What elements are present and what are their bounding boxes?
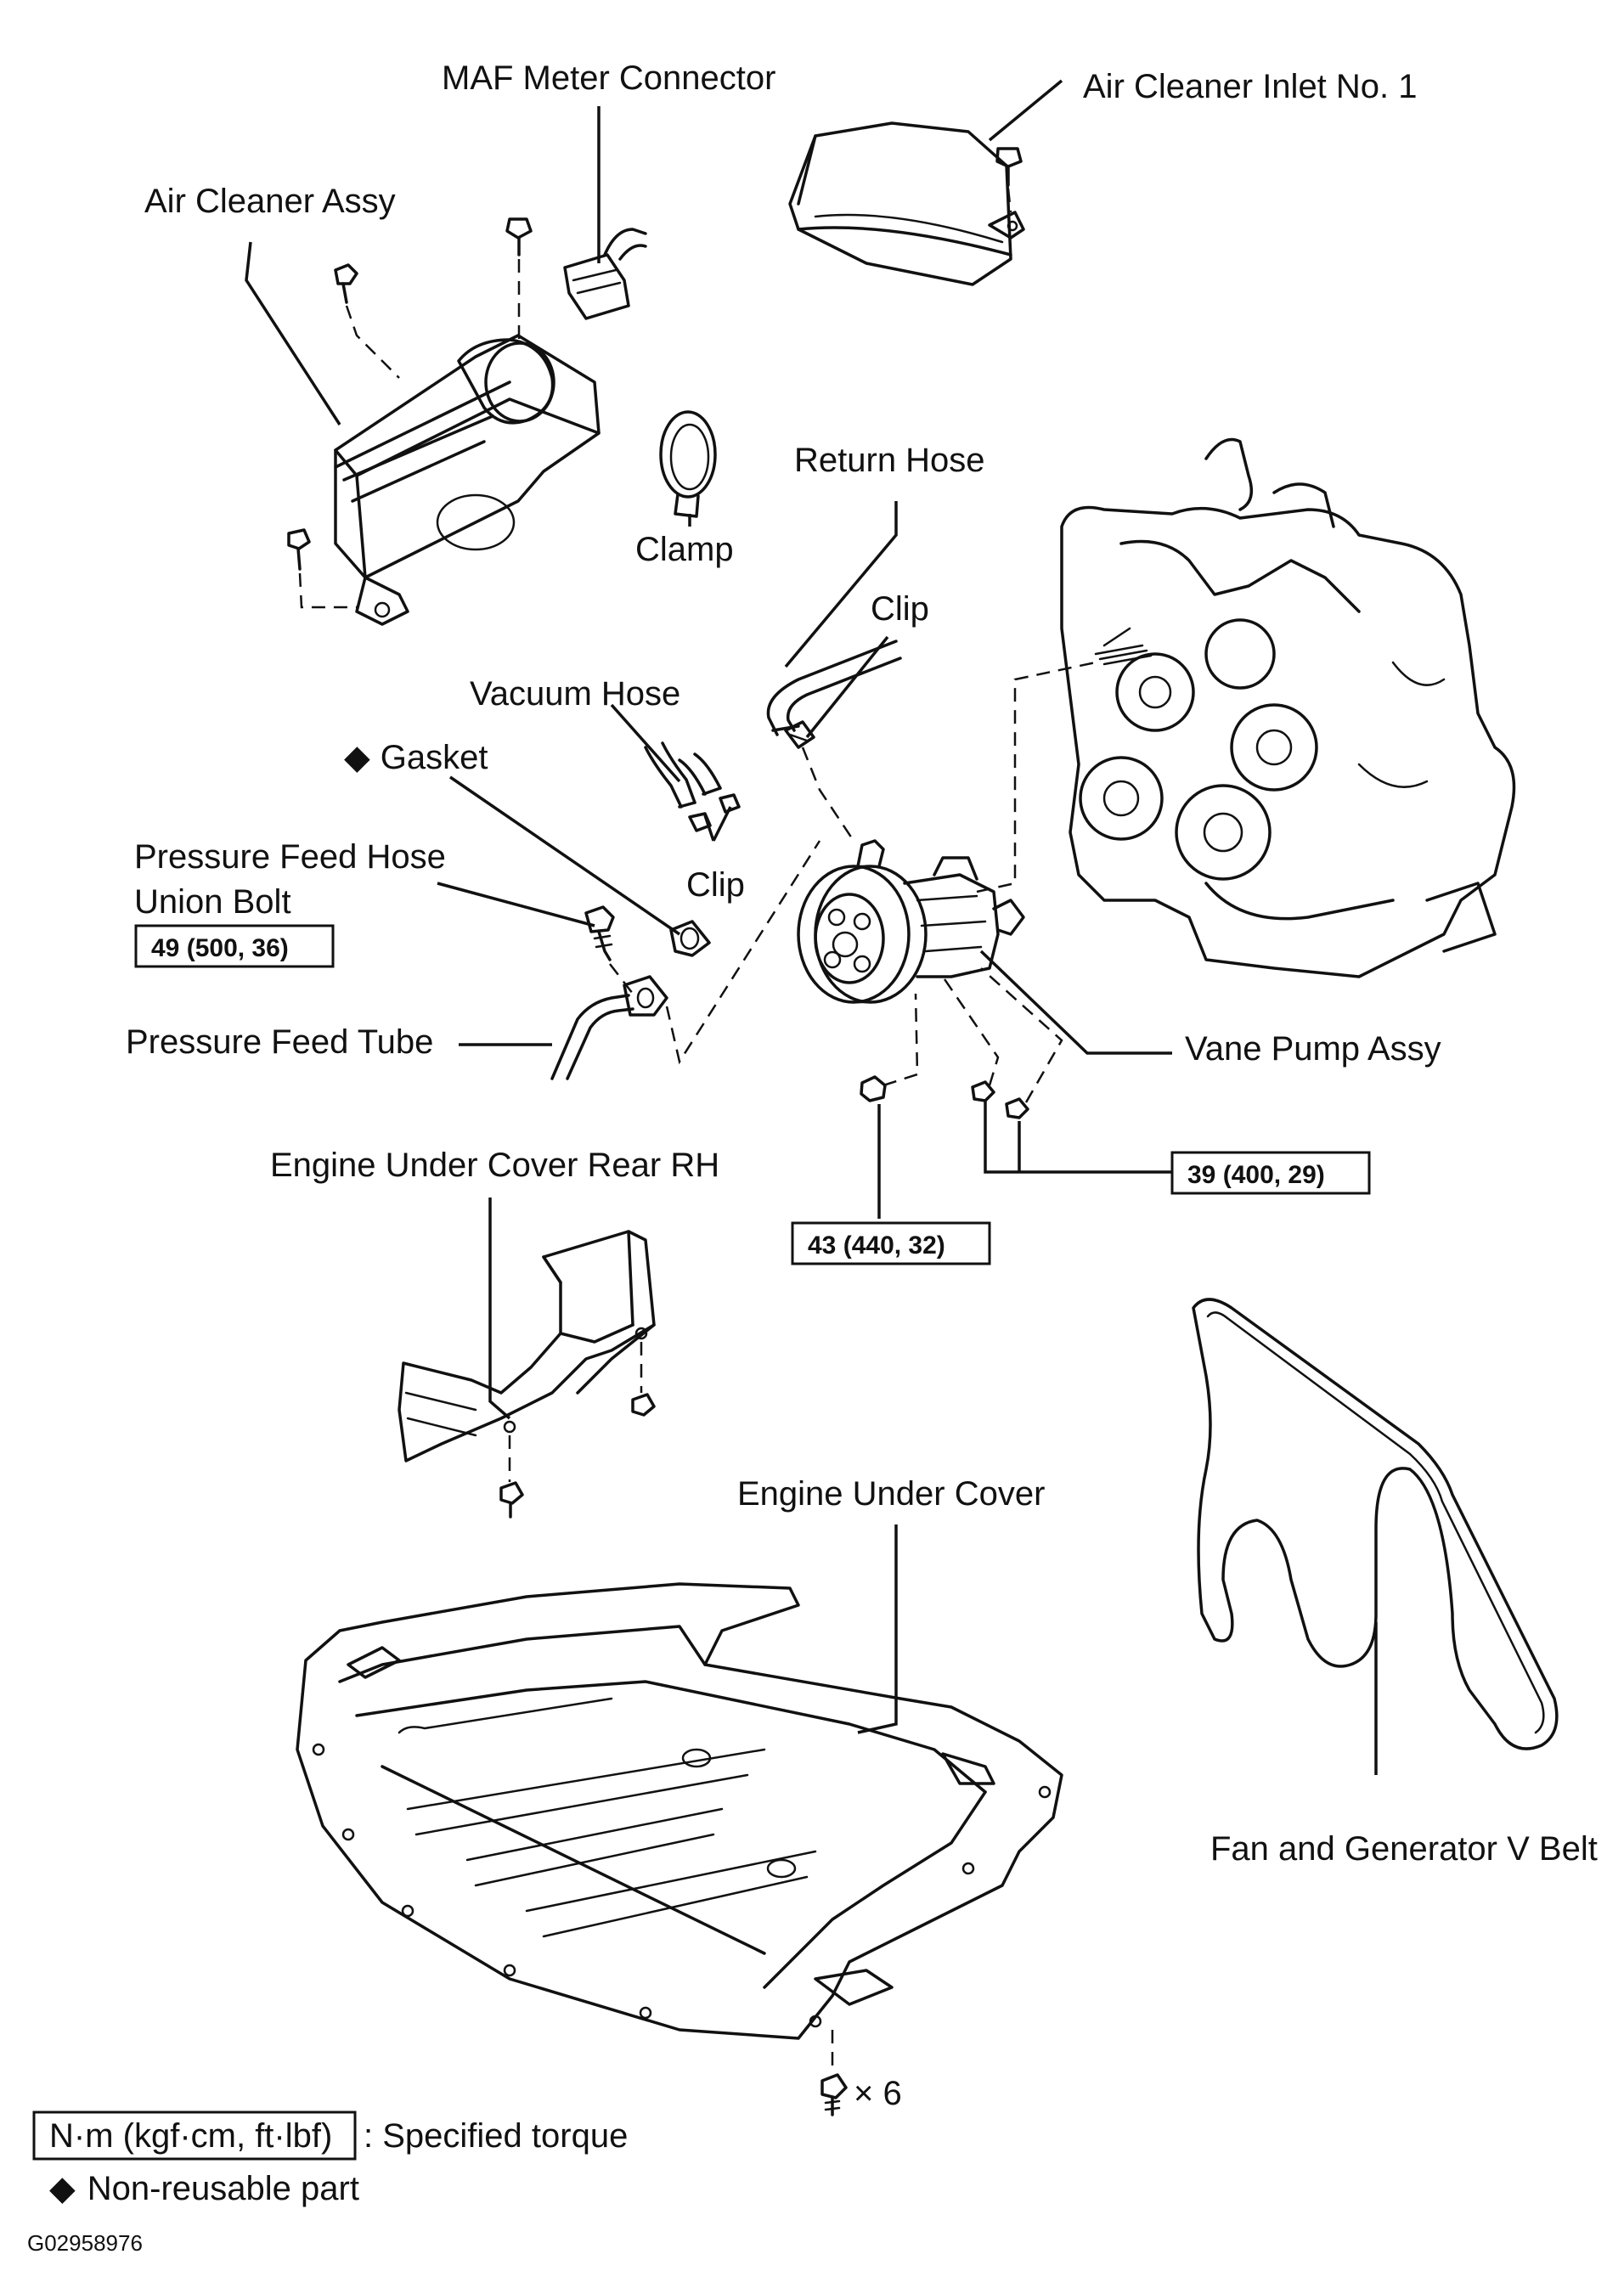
- return-clip-drawing: [784, 720, 855, 842]
- engine-under-cover-rear-rh-label: Engine Under Cover Rear RH: [270, 1147, 719, 1184]
- vacuum-hose-label: Vacuum Hose: [470, 675, 680, 713]
- vacuum-hose-drawing: [644, 741, 741, 832]
- bolt-icon: [631, 1342, 656, 1417]
- torque-box-pump-bolts: 39 (400, 29): [1170, 1151, 1371, 1195]
- engine-under-cover-rear-rh-drawing: [398, 1230, 656, 1462]
- vacuum-clip-label: Clip: [686, 866, 745, 904]
- legend-nonreusable: ◆Non-reusable part: [49, 2170, 359, 2207]
- legend-torque-unit: N·m (kgf·cm, ft·lbf): [49, 2117, 332, 2155]
- air-cleaner-inlet-label: Air Cleaner Inlet No. 1: [1083, 68, 1418, 105]
- air-cleaner-inlet-drawing: [788, 121, 1025, 286]
- vane-pump-assy-label: Vane Pump Assy: [1185, 1030, 1441, 1068]
- return-clip-label: Clip: [871, 590, 929, 628]
- bolt-icon: [820, 2030, 848, 2116]
- gasket-drawing: [669, 920, 711, 957]
- leader-lines: [245, 79, 1378, 1775]
- bolt-icon: [287, 528, 357, 609]
- legend-torque-desc: : Specified torque: [364, 2117, 628, 2155]
- air-cleaner-assy-drawing: [334, 334, 601, 626]
- torque-box-pump-nut: 43 (440, 32): [791, 1221, 991, 1265]
- engine-block-drawing: [1060, 437, 1516, 978]
- bolt-count-label: × 6: [854, 2075, 902, 2112]
- gasket-label: ◆Gasket: [344, 739, 488, 776]
- vane-pump-assy-drawing: [797, 661, 1097, 1004]
- union-bolt-label: Union Bolt: [134, 883, 291, 921]
- pressure-feed-tube-drawing: [550, 840, 821, 1080]
- diamond-icon: ◆: [344, 739, 370, 776]
- svg-text:43 (440, 32): 43 (440, 32): [808, 1231, 945, 1260]
- pressure-feed-hose-label: Pressure Feed Hose: [134, 838, 446, 876]
- air-cleaner-assy-label: Air Cleaner Assy: [144, 183, 396, 220]
- fan-generator-v-belt-drawing: [1192, 1298, 1559, 1750]
- svg-text:49 (500, 36): 49 (500, 36): [151, 934, 289, 962]
- maf-meter-connector-label: MAF Meter Connector: [442, 59, 775, 97]
- return-hose-drawing: [766, 640, 902, 736]
- torque-box-union-bolt: 49 (500, 36): [134, 924, 335, 968]
- bolt-icon: [980, 967, 1063, 1119]
- pump-nut-drawing: [860, 993, 919, 1102]
- legend: N·m (kgf·cm, ft·lbf) : Specified torque …: [27, 2110, 628, 2256]
- bolt-icon: [334, 263, 400, 379]
- return-hose-label: Return Hose: [794, 442, 985, 479]
- clamp-label: Clamp: [635, 531, 734, 568]
- union-bolt-drawing: [584, 905, 634, 995]
- bolt-icon: [505, 217, 533, 340]
- pressure-feed-tube-label: Pressure Feed Tube: [126, 1023, 433, 1061]
- bolt-icon: [499, 1435, 524, 1519]
- diamond-icon: ◆: [49, 2170, 76, 2207]
- cover-bolt-holes: [312, 1743, 1052, 2028]
- svg-text:39 (400, 29): 39 (400, 29): [1187, 1161, 1325, 1189]
- engine-under-cover-label: Engine Under Cover: [737, 1475, 1045, 1513]
- fan-generator-v-belt-label: Fan and Generator V Belt: [1210, 1830, 1598, 1868]
- bolt-icon: [941, 976, 1000, 1102]
- engine-under-cover-drawing: [296, 1582, 1063, 2040]
- maf-connector-drawing: [563, 228, 647, 320]
- figure-id: G02958976: [27, 2230, 143, 2256]
- clamp-drawing: [659, 410, 717, 518]
